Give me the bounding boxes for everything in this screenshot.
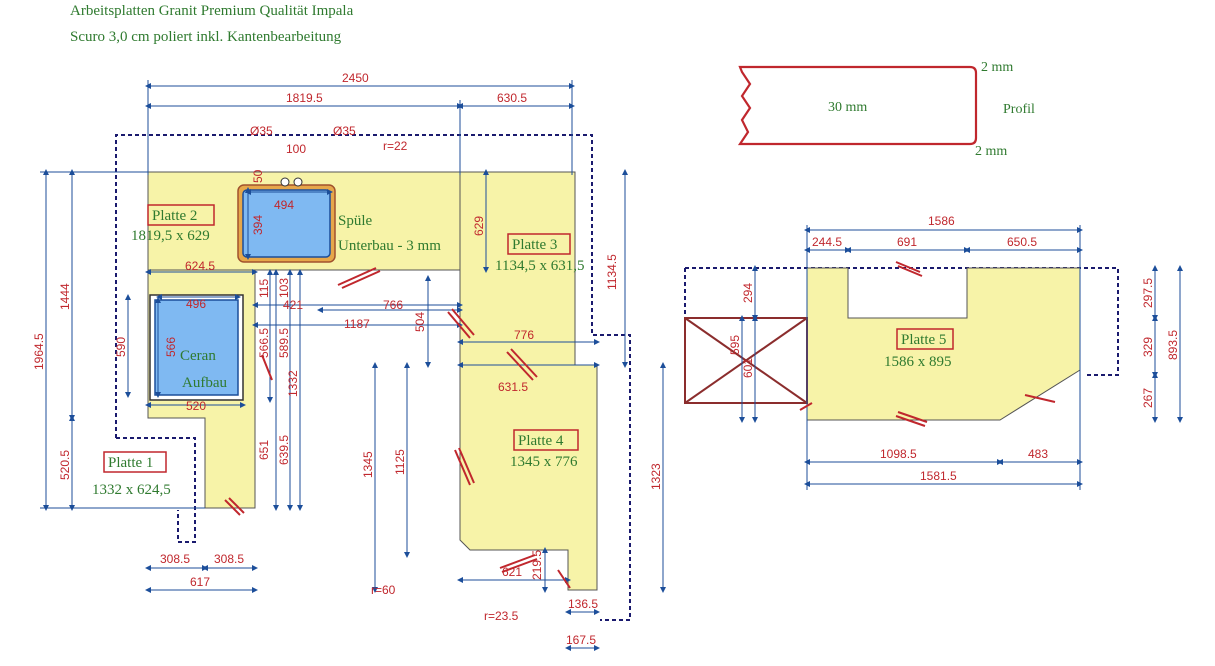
dim-520-5: 520.5 — [58, 450, 72, 480]
dim-p5-1581-5: 1581.5 — [920, 469, 957, 483]
dim-p5-329: 329 — [1141, 337, 1155, 357]
dim-50: 50 — [251, 169, 265, 183]
dim-566: 566 — [164, 337, 178, 357]
dim-1187: 1187 — [344, 317, 370, 331]
dim-136-5: 136.5 — [568, 597, 598, 611]
dim-631-5: 631.5 — [498, 380, 528, 394]
plate-2-name: Platte 2 — [152, 208, 197, 224]
dim-219-5: 219.5 — [530, 550, 544, 580]
dim-504: 504 — [413, 312, 427, 332]
wall-outline — [115, 134, 1119, 621]
dim-103: 103 — [277, 278, 291, 298]
dim-115: 115 — [257, 279, 271, 298]
dim-1444: 1444 — [58, 283, 72, 310]
profile-label: Profil — [1003, 102, 1035, 117]
plate-3-label-box — [507, 233, 571, 255]
profile-thickness: 30 mm — [828, 100, 867, 115]
plate-4-label-box — [513, 429, 579, 451]
dim-2450: 2450 — [342, 71, 369, 85]
drawing-title-line-2: Scuro 3,0 cm poliert inkl. Kantenbearbei… — [70, 29, 342, 45]
plate-4-slab — [459, 364, 598, 591]
plate-3-name: Platte 3 — [512, 237, 557, 253]
hob-cutout — [149, 294, 244, 401]
dim-590: 590 — [114, 337, 128, 357]
dim-1964-5: 1964.5 — [32, 333, 46, 370]
dim-167-5: 167.5 — [566, 633, 596, 647]
plate-1-label-box — [103, 451, 167, 473]
dim-hole-gap: 100 — [286, 142, 306, 156]
dim-1125: 1125 — [393, 449, 407, 475]
dim-sink-depth: 394 — [251, 215, 265, 235]
dim-radius-sink: r=22 — [383, 139, 408, 153]
dim-651: 651 — [257, 440, 271, 460]
profile-bottom-edge: 2 mm — [975, 144, 1007, 159]
dim-621: 621 — [502, 565, 522, 579]
dim-p5-1586: 1586 — [928, 214, 955, 228]
dim-624-5: 624.5 — [185, 259, 215, 273]
dim-1323: 1323 — [649, 463, 663, 490]
drawing-title-line-1: Arbeitsplatten Granit Premium Qualität I… — [70, 3, 354, 19]
profile-top-edge: 2 mm — [981, 60, 1013, 75]
dim-p5-893-5: 893.5 — [1166, 330, 1180, 360]
plate-labels: Platte 2 1819,5 x 629 Platte 3 1134,5 x … — [92, 204, 954, 498]
dim-308-5-right: 308.5 — [214, 552, 244, 566]
dim-630-5: 630.5 — [497, 91, 527, 105]
plate-5-size: 1586 x 895 — [884, 354, 952, 370]
plate-2-size: 1819,5 x 629 — [131, 228, 210, 244]
dim-sink-width: 494 — [274, 198, 294, 212]
dim-566-5: 566.5 — [257, 328, 271, 358]
hob-label-2: Aufbau — [182, 375, 227, 391]
dim-p5-297-5: 297.5 — [1141, 278, 1155, 308]
dimension-lines — [40, 80, 1183, 651]
dim-639-5: 639.5 — [277, 435, 291, 465]
dim-308-5-left: 308.5 — [160, 552, 190, 566]
dim-p5-601: 601 — [741, 358, 755, 378]
dim-radius-23-5: r=23.5 — [484, 609, 519, 623]
dim-520: 520 — [186, 399, 206, 413]
plate-5-name: Platte 5 — [901, 332, 946, 348]
dim-589-5: 589.5 — [277, 328, 291, 358]
plate-1-name: Platte 1 — [108, 455, 153, 471]
sink-label-2: Unterbau - 3 mm — [338, 238, 441, 254]
dimension-labels: 2450 1819.5 630.5 Ø35 Ø35 100 r=22 50 49… — [32, 71, 1180, 647]
dim-p5-650-5: 650.5 — [1007, 235, 1037, 249]
dim-496: 496 — [186, 297, 206, 311]
dim-617: 617 — [190, 575, 210, 589]
sink-cutout — [237, 177, 336, 263]
plate-4-name: Platte 4 — [518, 433, 564, 449]
dim-629: 629 — [472, 216, 486, 236]
dim-hole-right: Ø35 — [333, 124, 356, 138]
dim-776: 776 — [514, 328, 534, 342]
plate-5-label-box — [896, 328, 954, 350]
dim-hole-left: Ø35 — [250, 124, 273, 138]
dim-p5-691: 691 — [897, 235, 917, 249]
dim-766: 766 — [383, 298, 403, 312]
dim-p5-595: 595 — [728, 335, 742, 355]
joint-marks — [224, 261, 1056, 589]
dim-p5-267: 267 — [1141, 388, 1155, 408]
dim-421: 421 — [283, 298, 303, 312]
dim-p5-1098-5: 1098.5 — [880, 447, 917, 461]
dim-radius-60: r=60 — [371, 583, 396, 597]
dim-p5-294: 294 — [741, 283, 755, 303]
dim-1819-5: 1819.5 — [286, 91, 323, 105]
dim-p5-244-5: 244.5 — [812, 235, 842, 249]
plate-2-label-box — [147, 204, 215, 226]
plate-3-size: 1134,5 x 631,5 — [495, 258, 584, 274]
plate-5-slab — [684, 267, 1081, 421]
plate-1-size: 1332 x 624,5 — [92, 482, 171, 498]
dim-1345: 1345 — [361, 451, 375, 478]
dim-1134-5: 1134.5 — [605, 254, 619, 290]
sink-label-1: Spüle — [338, 213, 373, 229]
dim-p5-483: 483 — [1028, 447, 1048, 461]
edge-profile: 30 mm Profil 2 mm 2 mm — [737, 60, 1035, 159]
dim-1332: 1332 — [286, 370, 300, 397]
plate-4-size: 1345 x 776 — [510, 454, 578, 470]
hob-label-1: Ceran — [180, 348, 216, 364]
